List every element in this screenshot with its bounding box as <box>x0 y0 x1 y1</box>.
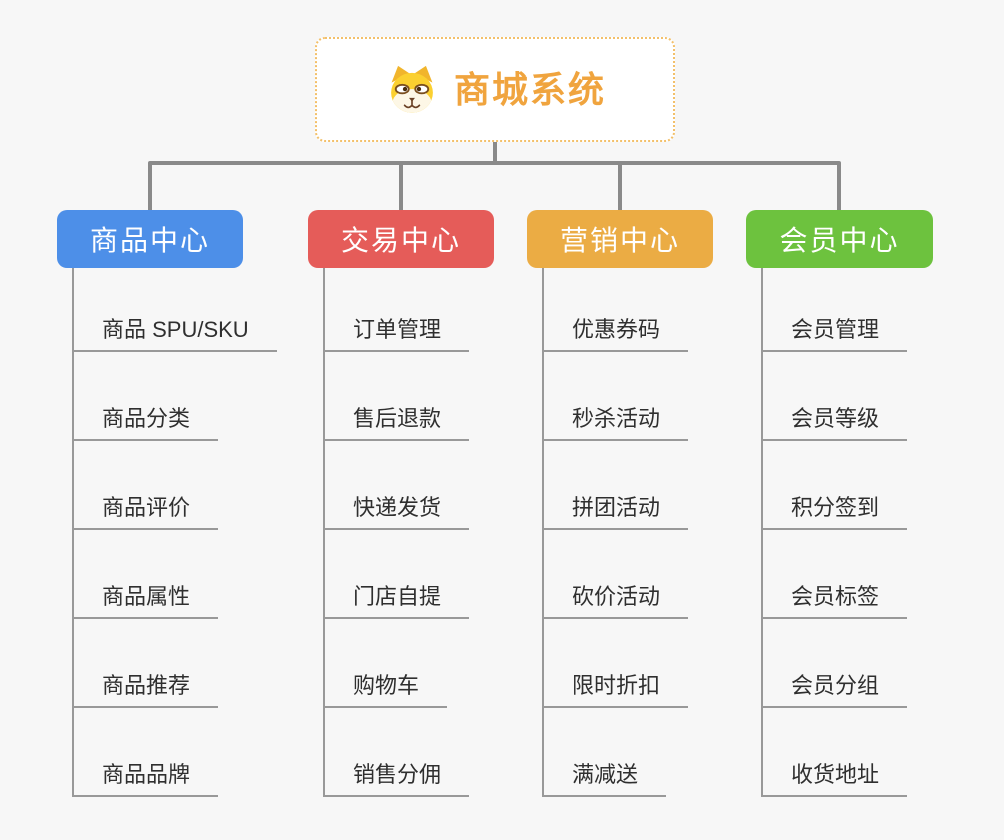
leaf-item[interactable]: 会员等级 <box>761 352 908 441</box>
root-node[interactable]: 商城系统 <box>315 37 675 142</box>
leaf-label: 优惠券码 <box>572 317 661 342</box>
leaf-list: 优惠券码 秒杀活动 拼团活动 砍价活动 限时折扣 满减送 <box>542 268 689 797</box>
leaf-label: 销售分佣 <box>353 762 442 787</box>
leaf-label: 商品属性 <box>102 584 191 609</box>
leaf-label: 购物车 <box>353 673 420 698</box>
branch-product-center: 商品中心 商品 SPU/SKU 商品分类 商品评价 商品属性 商品推荐 商品品牌 <box>57 210 277 797</box>
leaf-label: 收货地址 <box>791 762 880 787</box>
leaf-item[interactable]: 商品属性 <box>72 530 219 619</box>
leaf-label: 秒杀活动 <box>572 406 661 431</box>
leaf-item[interactable]: 购物车 <box>323 619 448 708</box>
leaf-label: 商品 SPU/SKU <box>102 317 249 342</box>
branch-label: 交易中心 <box>340 225 461 256</box>
leaf-label: 满减送 <box>572 762 639 787</box>
leaf-item[interactable]: 收货地址 <box>761 708 908 797</box>
leaf-label: 会员管理 <box>791 317 880 342</box>
leaf-item[interactable]: 秒杀活动 <box>542 352 689 441</box>
leaf-label: 售后退款 <box>353 406 442 431</box>
leaf-list: 订单管理 售后退款 快递发货 门店自提 购物车 销售分佣 <box>323 268 470 797</box>
branch-rail-line <box>148 161 841 210</box>
leaf-item[interactable]: 会员管理 <box>761 268 908 352</box>
leaf-label: 会员分组 <box>791 673 880 698</box>
leaf-label: 限时折扣 <box>572 673 661 698</box>
leaf-item[interactable]: 销售分佣 <box>323 708 470 797</box>
leaf-label: 订单管理 <box>353 317 442 342</box>
leaf-item[interactable]: 会员标签 <box>761 530 908 619</box>
leaf-item[interactable]: 优惠券码 <box>542 268 689 352</box>
branch-marketing-center: 营销中心 优惠券码 秒杀活动 拼团活动 砍价活动 限时折扣 满减送 <box>527 210 713 797</box>
leaf-item[interactable]: 满减送 <box>542 708 667 797</box>
leaf-label: 会员等级 <box>791 406 880 431</box>
branch-label: 营销中心 <box>559 225 680 256</box>
leaf-item[interactable]: 订单管理 <box>323 268 470 352</box>
leaf-item[interactable]: 限时折扣 <box>542 619 689 708</box>
leaf-label: 拼团活动 <box>572 495 661 520</box>
branch-label: 会员中心 <box>779 225 900 256</box>
leaf-label: 门店自提 <box>353 584 442 609</box>
leaf-item[interactable]: 商品评价 <box>72 441 219 530</box>
leaf-label: 积分签到 <box>791 495 880 520</box>
leaf-item[interactable]: 商品 SPU/SKU <box>72 268 277 352</box>
branch-trade-center: 交易中心 订单管理 售后退款 快递发货 门店自提 购物车 销售分佣 <box>308 210 494 797</box>
leaf-item[interactable]: 门店自提 <box>323 530 470 619</box>
leaf-item[interactable]: 售后退款 <box>323 352 470 441</box>
leaf-label: 会员标签 <box>791 584 880 609</box>
branch-box-member-center[interactable]: 会员中心 <box>746 210 933 268</box>
leaf-item[interactable]: 快递发货 <box>323 441 470 530</box>
branch-box-marketing-center[interactable]: 营销中心 <box>527 210 713 268</box>
leaf-label: 砍价活动 <box>572 584 661 609</box>
leaf-label: 快递发货 <box>353 495 442 520</box>
branch-label: 商品中心 <box>89 225 210 256</box>
leaf-label: 商品品牌 <box>102 762 191 787</box>
leaf-label: 商品推荐 <box>102 673 191 698</box>
leaf-item[interactable]: 砍价活动 <box>542 530 689 619</box>
leaf-list: 会员管理 会员等级 积分签到 会员标签 会员分组 收货地址 <box>761 268 908 797</box>
leaf-item[interactable]: 商品分类 <box>72 352 219 441</box>
leaf-item[interactable]: 商品品牌 <box>72 708 219 797</box>
branch-box-product-center[interactable]: 商品中心 <box>57 210 243 268</box>
leaf-list: 商品 SPU/SKU 商品分类 商品评价 商品属性 商品推荐 商品品牌 <box>72 268 277 797</box>
branch-trunk <box>323 268 325 797</box>
branch-trunk <box>542 268 544 797</box>
branch-box-trade-center[interactable]: 交易中心 <box>308 210 494 268</box>
leaf-item[interactable]: 拼团活动 <box>542 441 689 530</box>
leaf-item[interactable]: 商品推荐 <box>72 619 219 708</box>
branch-trunk <box>72 268 74 797</box>
branch-member-center: 会员中心 会员管理 会员等级 积分签到 会员标签 会员分组 收货地址 <box>746 210 933 797</box>
root-title: 商城系统 <box>453 68 606 110</box>
leaf-item[interactable]: 积分签到 <box>761 441 908 530</box>
leaf-item[interactable]: 会员分组 <box>761 619 908 708</box>
dog-face-icon <box>391 65 433 113</box>
branch-trunk <box>761 268 763 797</box>
leaf-label: 商品分类 <box>102 406 191 431</box>
leaf-label: 商品评价 <box>102 495 191 520</box>
